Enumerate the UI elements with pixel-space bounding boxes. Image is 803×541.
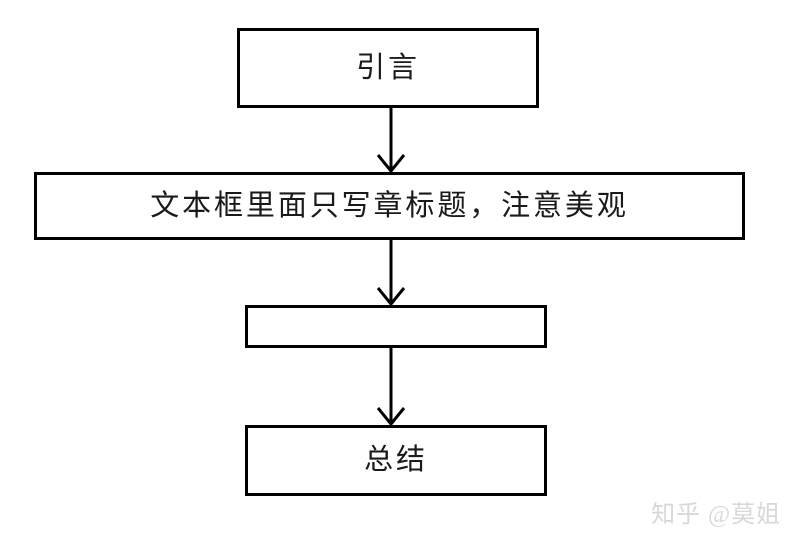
flowchart-node-summary[interactable]: 总结 <box>245 425 547 496</box>
flowchart-node-intro[interactable]: 引言 <box>237 28 539 108</box>
flowchart-node-intro-label: 引言 <box>356 51 420 84</box>
connector-chapter-to-blank <box>376 240 406 307</box>
flowchart-node-summary-label: 总结 <box>364 444 428 476</box>
connector-intro-to-chapter <box>376 108 406 174</box>
watermark: 知乎 @莫姐 <box>651 502 781 528</box>
flowchart-node-chapter-label: 文本框里面只写章标题，注意美观 <box>150 189 629 222</box>
flowchart-node-blank[interactable] <box>245 305 547 348</box>
connector-blank-to-summary <box>376 348 406 427</box>
flowchart-node-chapter[interactable]: 文本框里面只写章标题，注意美观 <box>34 172 745 240</box>
